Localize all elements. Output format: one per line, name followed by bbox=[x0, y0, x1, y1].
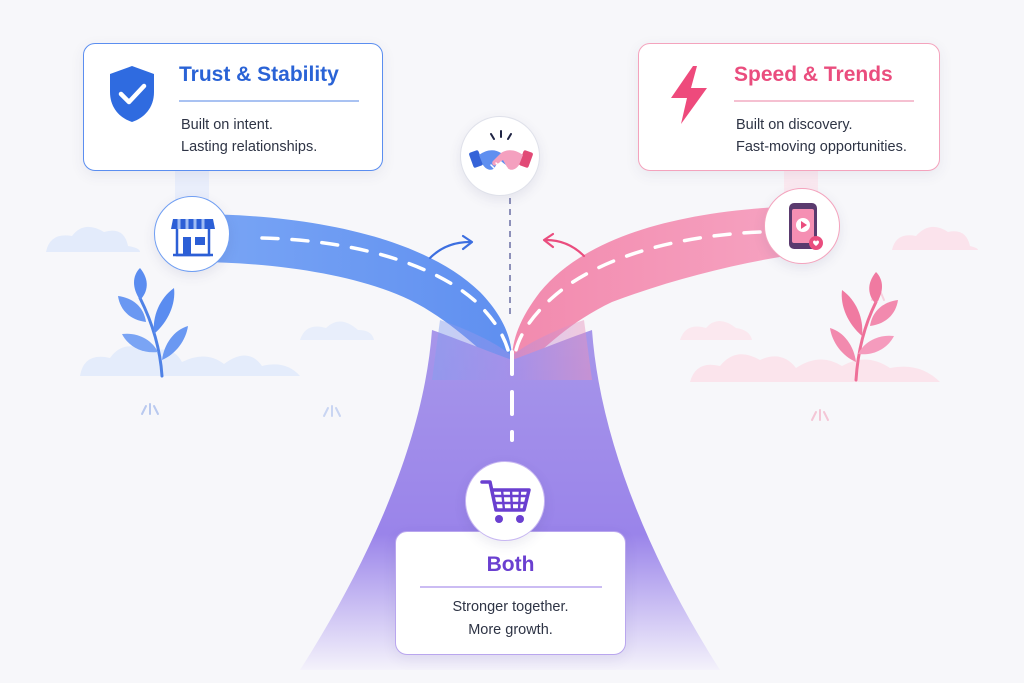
blue-road bbox=[192, 214, 512, 378]
background-clouds bbox=[46, 226, 978, 382]
card-text-line-1: Stronger together. bbox=[452, 599, 569, 615]
card-text-line-2: More growth. bbox=[468, 622, 553, 638]
card-title: Trust & Stability bbox=[179, 63, 339, 86]
blue-plant bbox=[118, 268, 188, 378]
card-text-line-1: Built on discovery. bbox=[736, 117, 853, 133]
handshake-badge bbox=[460, 116, 540, 196]
shield-check-icon bbox=[106, 64, 158, 129]
card-title: Both bbox=[486, 553, 535, 576]
cloud-left-mid bbox=[300, 321, 374, 340]
card-divider bbox=[179, 100, 359, 102]
trust-stability-card: Trust & Stability Built on intent. Lasti… bbox=[83, 43, 383, 171]
cloud-left-bottom bbox=[80, 346, 300, 376]
lightning-bolt-icon bbox=[667, 64, 711, 131]
speed-trends-card: Speed & Trends Built on discovery. Fast-… bbox=[638, 43, 940, 171]
pink-road-dashes bbox=[514, 230, 762, 352]
shopping-cart-icon bbox=[480, 480, 531, 523]
cloud-right-top bbox=[892, 226, 978, 250]
handshake-icon bbox=[469, 130, 533, 172]
card-title: Speed & Trends bbox=[734, 63, 893, 86]
card-divider bbox=[734, 100, 914, 102]
pink-road bbox=[512, 206, 800, 378]
card-text-line-2: Lasting relationships. bbox=[181, 139, 318, 155]
right-pillar bbox=[784, 171, 818, 193]
cloud-right-bottom bbox=[690, 354, 940, 382]
card-text-line-1: Built on intent. bbox=[181, 117, 273, 133]
cloud-right-mid bbox=[680, 321, 752, 340]
video-phone-icon bbox=[789, 203, 823, 250]
card-text-line-2: Fast-moving opportunities. bbox=[736, 139, 907, 155]
arrow-left-icon bbox=[542, 232, 586, 258]
storefront-badge bbox=[154, 196, 230, 272]
both-card: Both Stronger together. More growth. bbox=[395, 531, 626, 655]
blue-road-dashes bbox=[260, 236, 510, 352]
card-divider bbox=[420, 586, 602, 588]
cloud-left-top bbox=[46, 226, 140, 252]
shopping-cart-badge bbox=[465, 461, 545, 541]
storefront-icon bbox=[171, 219, 215, 257]
video-phone-badge bbox=[764, 188, 840, 264]
pink-plant bbox=[830, 272, 898, 382]
arrow-right-icon bbox=[428, 234, 474, 260]
road-merge bbox=[432, 320, 592, 380]
